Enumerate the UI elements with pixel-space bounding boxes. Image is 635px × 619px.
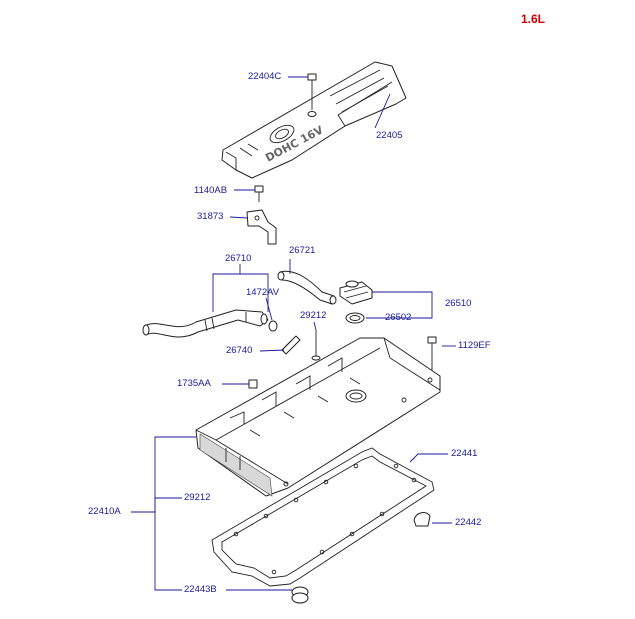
rocker-cover-22410a[interactable]: [195, 337, 441, 497]
label-cap-gasket-26502[interactable]: 26502: [385, 312, 412, 323]
label-engine-cover-22405[interactable]: 22405: [376, 130, 403, 141]
label-seal-22443b[interactable]: 22443B: [184, 584, 217, 595]
label-rocker-cover-22410a[interactable]: 22410A: [88, 506, 121, 517]
label-filler-cap-26510[interactable]: 26510: [445, 298, 472, 309]
stud-29212[interactable]: [311, 330, 321, 361]
label-stud-29212-upper[interactable]: 29212: [300, 310, 327, 321]
engine-size-badge: 1.6L: [521, 12, 546, 26]
bolt-22404c[interactable]: [307, 73, 317, 117]
label-bolt-22404c[interactable]: 22404C: [248, 71, 282, 82]
label-gasket-22441[interactable]: 22441: [451, 448, 478, 459]
engine-top-cover[interactable]: DOHC 16V: [221, 61, 407, 179]
half-moon-seal-22442[interactable]: [413, 512, 431, 527]
breather-hose-26721[interactable]: [277, 270, 337, 305]
rocker-cover-gasket-22441[interactable]: [211, 447, 435, 587]
label-pcv-hose-26710[interactable]: 26710: [225, 253, 252, 264]
plug-1735aa[interactable]: [248, 379, 258, 389]
label-breather-hose-26721[interactable]: 26721: [289, 245, 316, 256]
pcv-hose-26710[interactable]: [142, 309, 269, 338]
oil-filler-cap-26510[interactable]: [339, 280, 373, 305]
leader-lines: [131, 76, 456, 591]
label-pcv-valve-26740[interactable]: 26740: [226, 345, 253, 356]
label-clamp-1472av[interactable]: 1472AV: [246, 287, 280, 298]
pcv-valve-26740[interactable]: [281, 335, 301, 355]
cap-gasket-26502[interactable]: [345, 312, 365, 324]
label-bolt-1140ab[interactable]: 1140AB: [194, 185, 228, 196]
label-seal-22442[interactable]: 22442: [455, 517, 482, 528]
bracket-31873[interactable]: [246, 209, 277, 245]
spark-plug-seal-22443b[interactable]: [291, 586, 309, 604]
bolt-1140ab[interactable]: [254, 185, 264, 202]
hose-clamp-1472av[interactable]: [268, 320, 278, 332]
label-bolt-1129ef[interactable]: 1129EF: [458, 340, 491, 351]
label-plug-1735aa[interactable]: 1735AA: [177, 378, 211, 389]
label-bracket-31873[interactable]: 31873: [197, 211, 224, 222]
label-stud-29212-lower[interactable]: 29212: [184, 492, 211, 503]
